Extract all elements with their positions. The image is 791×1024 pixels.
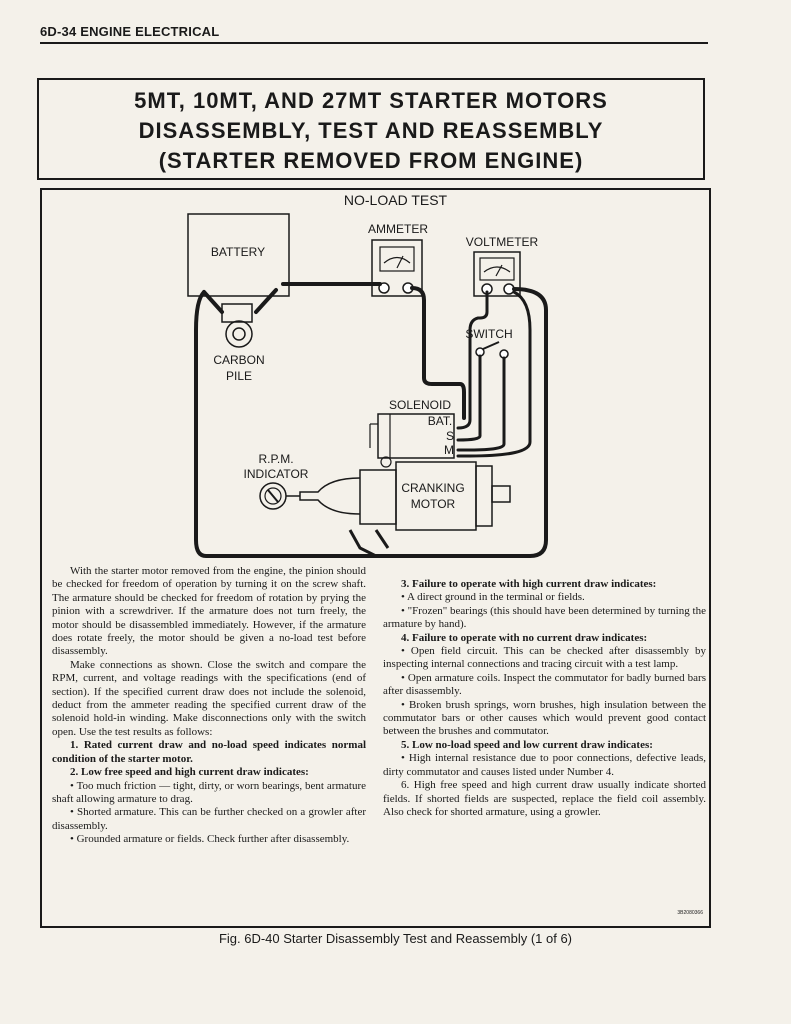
voltmeter-body: [473, 251, 521, 297]
cranking-motor-body: [395, 461, 477, 531]
motor-label: MOTOR: [411, 497, 456, 511]
indicator-label: INDICATOR: [244, 467, 309, 481]
carbon-label: CARBON: [213, 353, 264, 367]
bullet-open-armature: • Open armature coils. Inspect the commu…: [383, 671, 706, 698]
solenoid-label: SOLENOID: [389, 398, 451, 412]
right-column: 3. Failure to operate with high current …: [383, 578, 706, 819]
cranking-label: CRANKING: [401, 481, 464, 495]
ammeter-terminal-1: [378, 282, 390, 294]
ammeter-body: [371, 239, 423, 297]
figure-frame: [40, 188, 711, 928]
title-line-2: DISASSEMBLY, TEST AND REASSEMBLY: [138, 118, 604, 143]
bullet-open-field: • Open field circuit. This can be checke…: [383, 645, 706, 671]
voltmeter-label: VOLTMETER: [466, 235, 539, 249]
left-column: With the starter motor removed from the …: [52, 565, 366, 847]
figure-caption: Fig. 6D-40 Starter Disassembly Test and …: [218, 931, 573, 946]
result-item-2: 2. Low free speed and high current draw …: [70, 766, 309, 779]
bullet-friction: • Too much friction — tight, dirty, or w…: [52, 779, 366, 805]
result-item-3: 3. Failure to operate with high current …: [401, 578, 657, 590]
title-line-1: 5MT, 10MT, AND 27MT STARTER MOTORS: [134, 88, 608, 113]
result-item-4: 4. Failure to operate with no current dr…: [401, 631, 648, 644]
result-item-6: 6. High free speed and high current draw…: [383, 779, 706, 818]
result-item-1: 1. Rated current draw and no-load speed …: [52, 739, 366, 765]
bullet-shorted-armature: • Shorted armature. This can be further …: [52, 806, 366, 832]
title-box: 5MT, 10MT, AND 27MT STARTER MOTORS DISAS…: [37, 78, 705, 180]
left-paragraph-intro: With the starter motor removed from the …: [52, 565, 366, 658]
switch-label: SWITCH: [465, 327, 512, 341]
ammeter-dial: [379, 246, 415, 272]
pile-label: PILE: [226, 369, 252, 383]
diagram-title: NO-LOAD TEST: [343, 192, 448, 208]
result-item-5: 5. Low no-load speed and low current dra…: [401, 738, 653, 751]
battery-box: [187, 213, 290, 297]
solenoid-body: [377, 413, 455, 459]
battery-label: BATTERY: [211, 245, 265, 259]
bullet-broken-springs: • Broken brush springs, worn brushes, hi…: [383, 698, 706, 738]
bullet-frozen-bearings: • "Frozen" bearings (this should have be…: [383, 604, 706, 631]
rpm-label: R.P.M.: [258, 452, 293, 466]
bullet-direct-ground: • A direct ground in the terminal or fie…: [401, 591, 585, 604]
bat-terminal-label: BAT.: [428, 414, 452, 428]
bullet-high-resistance: • High internal resistance due to poor c…: [383, 752, 706, 778]
s-terminal-label: S: [446, 429, 454, 443]
figure-ref-code: 3B2080366: [677, 910, 703, 916]
carbon-pile-knob: [225, 320, 253, 348]
left-paragraph-connections: Make connections as shown. Close the swi…: [52, 658, 366, 738]
section-header: 6D-34 ENGINE ELECTRICAL: [40, 24, 220, 39]
bullet-grounded-armature: • Grounded armature or fields. Check fur…: [70, 833, 350, 846]
voltmeter-dial: [479, 257, 515, 281]
title-line-3: (STARTER REMOVED FROM ENGINE): [158, 148, 584, 173]
ammeter-label: AMMETER: [368, 222, 428, 236]
header-rule: [40, 42, 708, 44]
m-terminal-label: M: [444, 443, 454, 457]
